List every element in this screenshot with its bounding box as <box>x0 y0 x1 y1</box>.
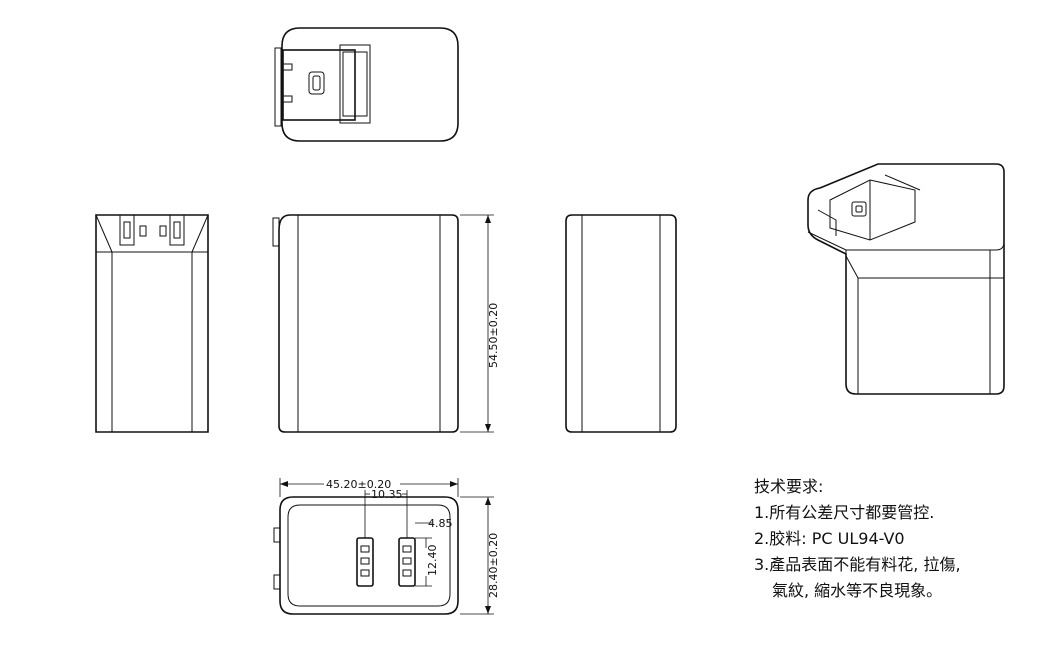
side-view-right <box>565 214 677 433</box>
depth-label: 28.40±0.20 <box>487 533 500 598</box>
top-view <box>274 27 459 142</box>
bottom-dimensions: 45.20±0.20 10.35 4.85 12.40 28.40±0.20 <box>279 478 500 615</box>
height-label: 54.50±0.20 <box>487 303 500 368</box>
side-view-left <box>95 214 209 433</box>
note-item-2: 2.胶料: PC UL94-V0 <box>754 529 905 548</box>
height-dimension: 54.50±0.20 <box>460 214 500 433</box>
usb-offset-label: 4.85 <box>428 517 453 530</box>
usb-width-label: 12.40 <box>426 545 439 577</box>
usb-spacing-label: 10.35 <box>371 488 403 501</box>
width-label: 45.20±0.20 <box>326 478 391 491</box>
note-item-3-continued: 氣紋, 縮水等不良現象。 <box>772 581 943 600</box>
notes-title: 技术要求: <box>754 477 824 496</box>
isometric-view <box>807 163 1005 395</box>
technical-requirements: 技术要求: 1.所有公差尺寸都要管控. 2.胶料: PC UL94-V0 3.產… <box>754 474 961 604</box>
note-item-1: 1.所有公差尺寸都要管控. <box>754 503 935 522</box>
front-view <box>272 214 459 433</box>
note-item-3: 3.產品表面不能有料花, 拉傷, <box>754 555 961 574</box>
